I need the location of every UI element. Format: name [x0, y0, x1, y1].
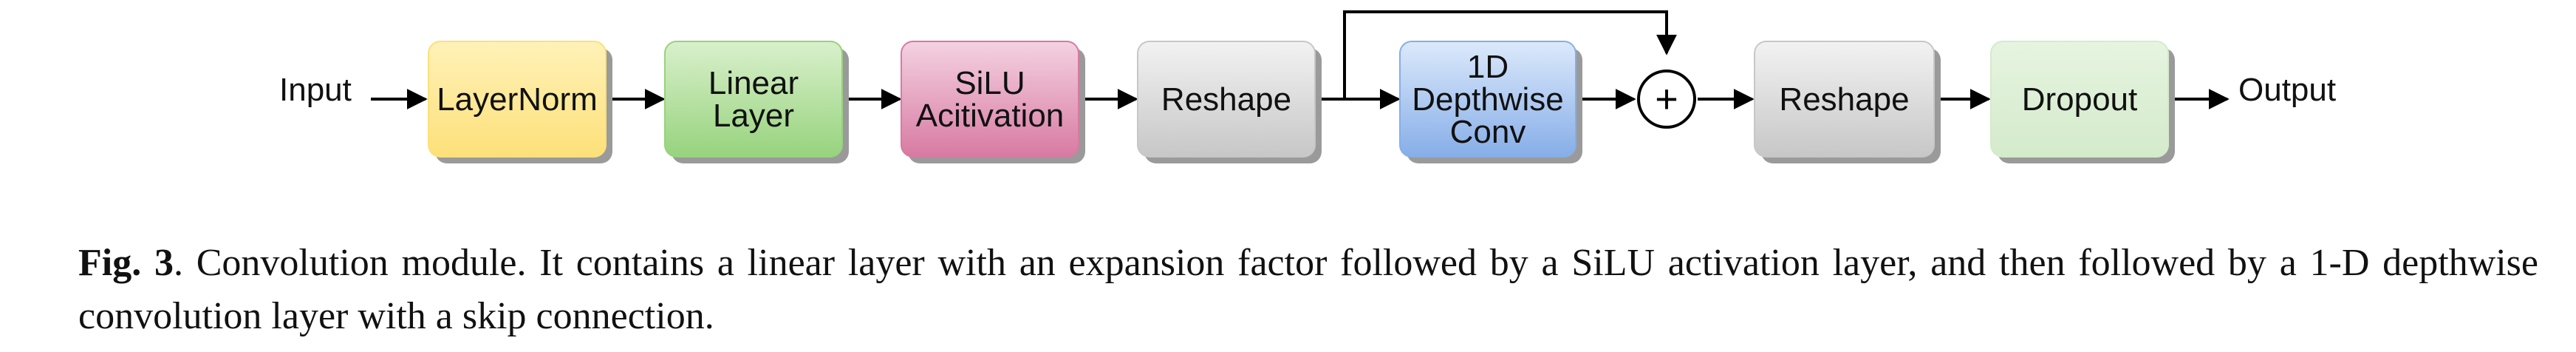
block-label-line: Reshape — [1161, 81, 1291, 118]
block-label-line: SiLU — [954, 65, 1025, 101]
caption-text: . Convolution module. It contains a line… — [78, 242, 2539, 337]
block-label-line: Layer — [713, 98, 794, 134]
figure-label: Fig. 3 — [78, 242, 174, 284]
block-layernorm: LayerNorm — [428, 41, 612, 163]
block-label-line: Depthwise — [1412, 81, 1563, 118]
plus-icon: + — [1655, 77, 1678, 121]
input-label: Input — [279, 72, 352, 108]
block-box — [1399, 41, 1576, 158]
block-box — [1754, 41, 1935, 158]
block-box — [428, 41, 607, 158]
skip-connection-arrow — [1343, 10, 1677, 99]
output-label: Output — [2238, 72, 2336, 108]
block-reshape-2: Reshape — [1754, 41, 1941, 163]
block-box — [901, 41, 1079, 158]
block-label-line: Dropout — [2022, 81, 2138, 118]
block-label-line: Acitivation — [916, 98, 1065, 134]
block-label-line: LayerNorm — [437, 81, 598, 118]
flow-arrows — [371, 10, 2230, 109]
block-label-line: 1D — [1467, 49, 1509, 85]
add-node: + — [1637, 70, 1696, 129]
block-label-line: Conv — [1450, 114, 1526, 150]
block-label-line: Linear — [708, 65, 799, 101]
block-label-line: Reshape — [1779, 81, 1909, 118]
figure-caption: Fig. 3. Convolution module. It contains … — [78, 237, 2538, 343]
block-reshape-1: Reshape — [1137, 41, 1322, 163]
block-box — [1137, 41, 1316, 158]
block-dropout: Dropout — [1990, 41, 2175, 163]
block-box — [1990, 41, 2169, 158]
add-circle — [1637, 70, 1696, 129]
block-box — [664, 41, 843, 158]
